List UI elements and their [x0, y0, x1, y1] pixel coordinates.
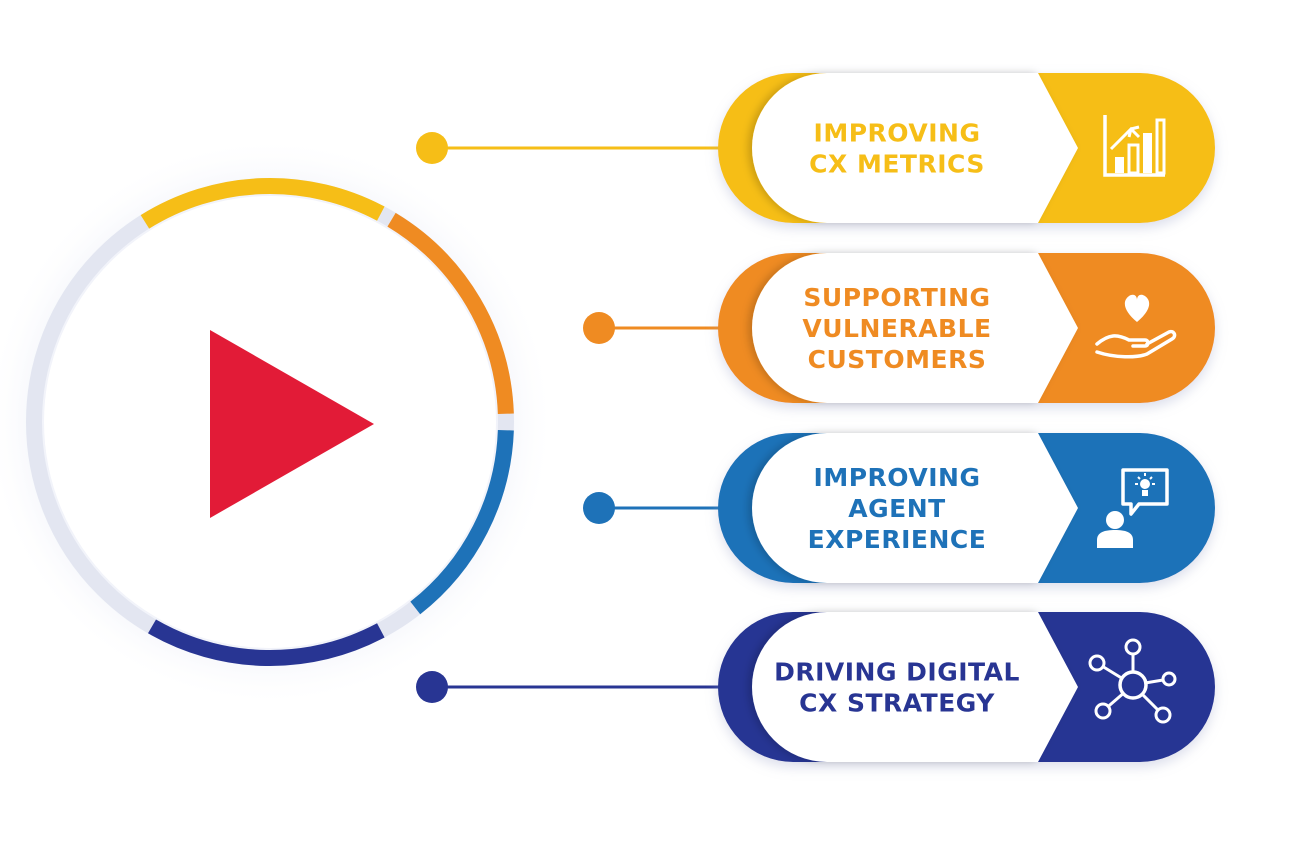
connector-dot	[416, 671, 448, 703]
pill-label-line: IMPROVING	[814, 119, 981, 148]
connector-cx-metrics	[416, 132, 728, 164]
connector-vulnerable-customers	[583, 312, 728, 344]
connector-dot	[583, 312, 615, 344]
connector-dot	[583, 492, 615, 524]
person-idea-icon	[1097, 468, 1169, 548]
heart-hand-icon	[1095, 294, 1177, 359]
pill-label-line: IMPROVING	[814, 463, 981, 492]
pill-label-line: DRIVING DIGITAL	[774, 658, 1020, 687]
connector-digital-cx-strategy	[416, 671, 728, 703]
ring-arc-yellow	[140, 178, 385, 229]
pill-label-line: SUPPORTING	[803, 283, 990, 312]
pill-label-line: AGENT	[848, 494, 945, 523]
connector-dot	[416, 132, 448, 164]
ring-arc-blue	[410, 429, 514, 615]
pill-panel	[752, 253, 1078, 403]
pill-label-line: CUSTOMERS	[808, 345, 987, 374]
pill-label-line: VULNERABLE	[802, 314, 991, 343]
pill-panel	[752, 433, 1078, 583]
play-circle-group	[0, 137, 555, 707]
network-icon	[1088, 638, 1177, 724]
pill-label-line: CX STRATEGY	[799, 689, 995, 718]
connector-agent-experience	[583, 492, 728, 524]
ring-arc-orange	[387, 212, 514, 415]
pill-panel	[752, 73, 1078, 223]
pill-label-line: CX METRICS	[809, 150, 985, 179]
bar-chart-icon	[1103, 115, 1166, 177]
ring-arcs	[140, 178, 514, 666]
pill-panel	[752, 612, 1078, 762]
ring-arc-navy	[148, 619, 385, 666]
pill-label-line: EXPERIENCE	[808, 525, 987, 554]
play-icon[interactable]	[210, 330, 374, 518]
connectors	[416, 132, 728, 703]
